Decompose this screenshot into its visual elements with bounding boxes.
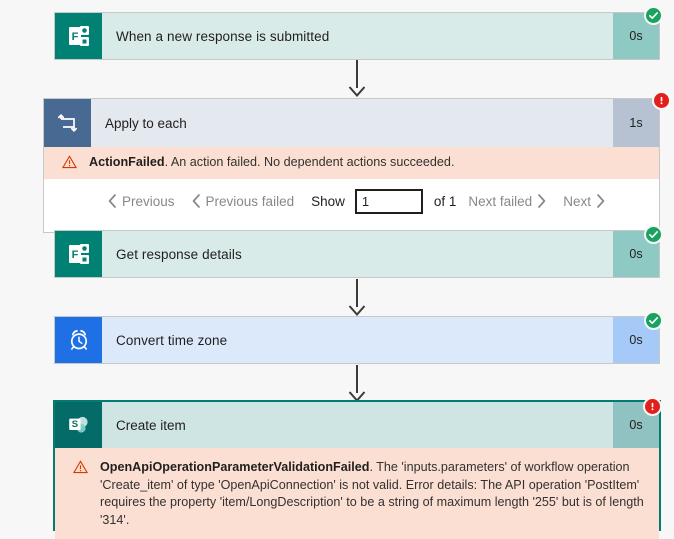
iteration-pager: Previous Previous failed Show of 1 Next … xyxy=(44,179,659,223)
error-message: OpenApiOperationParameterValidationFaile… xyxy=(91,459,645,529)
svg-text:F: F xyxy=(71,31,78,43)
status-badge-failed-icon xyxy=(643,397,662,416)
chevron-right-icon xyxy=(538,194,546,208)
svg-text:F: F xyxy=(71,249,78,261)
action-card-convert-time-zone[interactable]: Convert time zone 0s xyxy=(54,316,660,364)
pager-previous-failed-button[interactable]: Previous failed xyxy=(192,193,295,209)
error-detail: . The 'inputs.parameters' of workflow op… xyxy=(100,460,644,527)
scope-apply-to-each[interactable]: Apply to each 1s ActionFailed. An action… xyxy=(43,98,660,233)
action-card-get-response-details[interactable]: F Get response details 0s xyxy=(54,230,660,278)
error-code: OpenApiOperationParameterValidationFaile… xyxy=(100,460,370,474)
error-banner-apply-to-each: ActionFailed. An action failed. No depen… xyxy=(44,147,659,179)
pager-next-label: Next xyxy=(563,193,591,209)
scope-header[interactable]: Apply to each 1s xyxy=(44,99,659,147)
error-message: ActionFailed. An action failed. No depen… xyxy=(80,154,645,169)
pager-previous-button[interactable]: Previous xyxy=(108,194,175,209)
warning-triangle-icon xyxy=(72,460,91,529)
alarm-clock-icon xyxy=(55,317,102,363)
chevron-right-icon xyxy=(597,194,605,208)
status-badge-failed-icon xyxy=(652,91,671,110)
action-duration: 1s xyxy=(613,99,659,147)
loop-icon xyxy=(44,99,91,147)
error-banner-create-item: OpenApiOperationParameterValidationFaile… xyxy=(55,448,659,539)
pager-previous-label: Previous xyxy=(122,193,175,209)
action-title: When a new response is submitted xyxy=(102,13,613,59)
action-title: Create item xyxy=(102,402,613,448)
error-detail: . An action failed. No dependent actions… xyxy=(164,155,455,169)
sharepoint-icon: S xyxy=(55,402,102,448)
connector-arrow-1 xyxy=(345,60,369,97)
pager-show-label: Show xyxy=(311,193,345,209)
connector-arrow-2 xyxy=(345,279,369,316)
error-code: ActionFailed xyxy=(89,155,165,169)
action-title: Get response details xyxy=(102,231,613,277)
pager-page-input[interactable] xyxy=(354,188,423,214)
status-badge-success-icon xyxy=(644,311,663,330)
action-header[interactable]: S Create item 0s xyxy=(55,402,659,448)
pager-next-failed-button[interactable]: Next failed xyxy=(468,194,546,209)
pager-previous-failed-label: Previous failed xyxy=(205,193,295,209)
chevron-left-icon xyxy=(108,194,116,208)
action-title: Apply to each xyxy=(91,99,613,147)
svg-text:S: S xyxy=(71,419,77,430)
action-title: Convert time zone xyxy=(102,317,613,363)
pager-of-label: of 1 xyxy=(433,193,457,209)
status-badge-success-icon xyxy=(644,6,663,25)
action-card-create-item[interactable]: S Create item 0s OpenApiOperationParamet… xyxy=(53,400,661,539)
warning-triangle-icon xyxy=(61,155,80,169)
connector-arrow-3 xyxy=(345,365,369,402)
microsoft-forms-icon: F xyxy=(55,231,102,277)
status-badge-success-icon xyxy=(644,225,663,244)
pager-next-button[interactable]: Next xyxy=(563,194,605,209)
microsoft-forms-icon: F xyxy=(55,13,102,59)
action-card-when-a-new-response-is-submitted[interactable]: F When a new response is submitted 0s xyxy=(54,12,660,60)
chevron-left-icon xyxy=(192,194,200,208)
pager-next-failed-label: Next failed xyxy=(468,193,533,209)
